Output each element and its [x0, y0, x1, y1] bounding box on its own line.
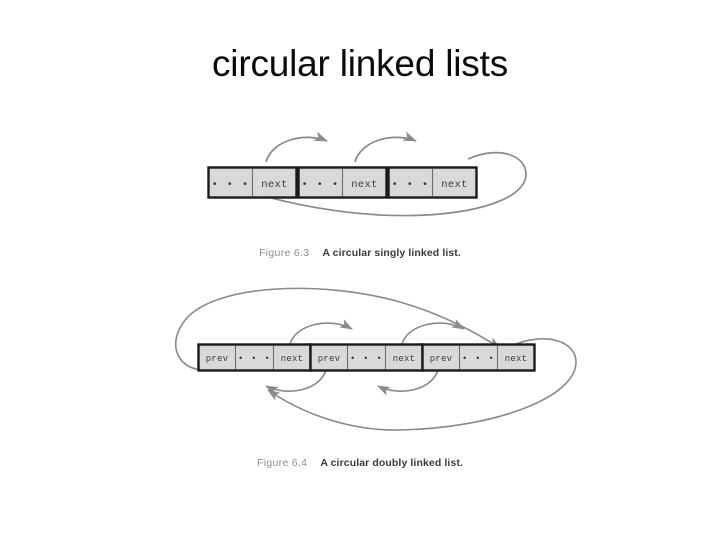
- figure-caption-label: Figure 6.3: [259, 247, 310, 259]
- node-1-field-ellipsis: • • •: [238, 354, 271, 364]
- arrow-node2-next-to-node3: [354, 131, 417, 163]
- singly-linked-list-diagram: • • • next • • • next • • • next: [207, 131, 527, 217]
- list-node[interactable]: • • • next: [297, 166, 388, 199]
- figure-caption-text: A circular doubly linked list.: [320, 457, 463, 469]
- figure-caption: Figure 6.3 A circular singly linked list.: [0, 247, 720, 259]
- list-node[interactable]: prev • • • next: [421, 343, 536, 372]
- arrow-node1-next-to-node2: [265, 131, 328, 163]
- arrow-node2-prev-to-node1: [265, 369, 327, 396]
- list-node[interactable]: prev • • • next: [309, 343, 424, 372]
- node-3-field-next: next: [505, 354, 527, 364]
- singly-forward-arrows: [265, 131, 417, 163]
- doubly-forward-arrows: [289, 319, 465, 345]
- node-3-field-ellipsis: • • •: [462, 354, 495, 364]
- node-2-field-next: next: [393, 354, 415, 364]
- singly-wrap-around-arrow: [239, 151, 527, 217]
- node-3-field-next: next: [441, 179, 467, 191]
- node-1-field-next: next: [281, 354, 303, 364]
- list-node[interactable]: • • • next: [387, 166, 478, 199]
- node-3-box[interactable]: [421, 343, 536, 372]
- page-title: circular linked lists: [212, 43, 508, 84]
- node-3-field-prev: prev: [430, 354, 453, 364]
- arrow-node3-next-to-node1: [267, 338, 577, 431]
- node-2-field-ellipsis: • • •: [350, 354, 383, 364]
- arrow-node3-prev-to-node2: [377, 369, 439, 396]
- node-1-field-next: next: [261, 179, 287, 191]
- arrow-node1-next-to-node2: [289, 319, 353, 345]
- list-node[interactable]: prev • • • next: [197, 343, 312, 372]
- figure-caption-label: Figure 6.4: [257, 457, 308, 469]
- node-1-box[interactable]: [197, 343, 312, 372]
- node-1-field-prev: prev: [206, 354, 229, 364]
- doubly-backward-arrows: [265, 369, 439, 396]
- node-2-field-prev: prev: [318, 354, 341, 364]
- arrow-node2-next-to-node3: [401, 319, 465, 345]
- list-node[interactable]: • • • next: [207, 166, 298, 199]
- node-1-field-ellipsis: • • •: [211, 179, 249, 191]
- doubly-wrap-next-arrow: [267, 338, 577, 431]
- node-2-field-next: next: [351, 179, 377, 191]
- doubly-linked-list-diagram: prev • • • next prev • • • next prev • •…: [175, 287, 577, 431]
- node-2-field-ellipsis: • • •: [301, 179, 339, 191]
- arrow-node3-next-to-node1: [239, 151, 527, 217]
- figure-doubly-linked-list: prev • • • next prev • • • next prev • •…: [0, 282, 720, 482]
- node-3-field-ellipsis: • • •: [391, 179, 429, 191]
- figure-caption: Figure 6.4 A circular doubly linked list.: [0, 457, 720, 469]
- figure-singly-linked-list: • • • next • • • next • • • next: [0, 118, 720, 268]
- figure-caption-text: A circular singly linked list.: [322, 247, 461, 259]
